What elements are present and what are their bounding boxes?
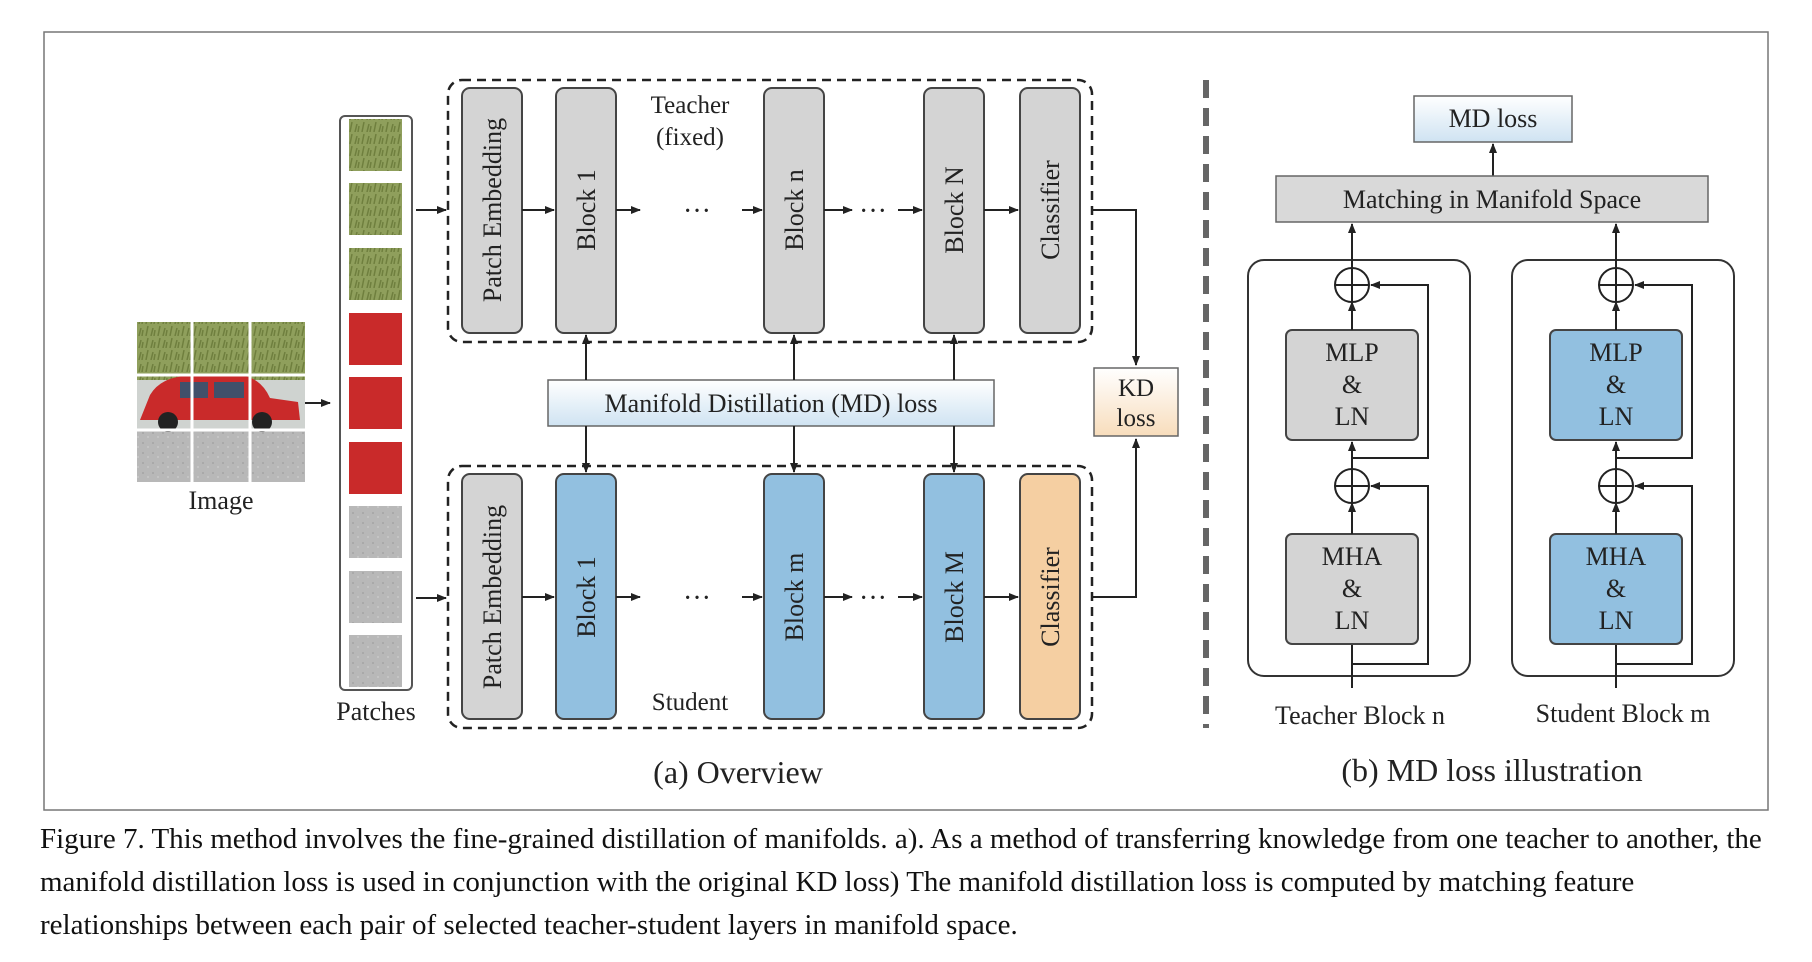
- matching-box: [1275, 175, 1709, 223]
- student-block-detail: [1511, 259, 1735, 677]
- teacher-mha-label: MHA: [1322, 542, 1383, 571]
- matching-label: Matching in Manifold Space: [1343, 185, 1641, 214]
- teacher-classifier: [1019, 87, 1081, 334]
- patches-strip: [339, 115, 413, 691]
- teacher-block-1-label: Block 1: [572, 169, 601, 251]
- md-loss-output-box: [1413, 95, 1573, 143]
- student-ellipsis-2: ···: [859, 583, 887, 614]
- student-classifier-label: Classifier: [1036, 547, 1065, 647]
- teacher-fixed-label: (fixed): [656, 124, 724, 151]
- teacher-mlp-ln-label: LN: [1335, 402, 1370, 431]
- teacher-block-N-label: Block N: [940, 166, 969, 254]
- teacher-ellipsis-1: ···: [683, 196, 711, 227]
- student-block-m-label: Block m: [780, 553, 809, 642]
- teacher-mlp-label: MLP: [1325, 338, 1378, 367]
- student-block-M-label: Block M: [940, 551, 969, 643]
- student-classifier: [1019, 473, 1081, 720]
- student-mlp-amp: &: [1606, 370, 1626, 399]
- teacher-patch-embedding-label: Patch Embedding: [478, 118, 507, 302]
- student-mlp-ln-label: LN: [1599, 402, 1634, 431]
- input-image: [137, 322, 305, 482]
- image-label: Image: [189, 486, 254, 515]
- teacher-mlp-amp: &: [1342, 370, 1362, 399]
- student-mha-label: MHA: [1586, 542, 1647, 571]
- figure-frame: [43, 31, 1769, 811]
- md-illustration-subcaption: (b) MD loss illustration: [1341, 752, 1642, 788]
- teacher-ellipsis-2: ···: [859, 196, 887, 227]
- md-loss-box-label: Manifold Distillation (MD) loss: [605, 389, 938, 418]
- student-ellipsis-1: ···: [683, 583, 711, 614]
- md-loss-output-label: MD loss: [1449, 104, 1538, 133]
- md-loss-box: [547, 379, 995, 427]
- student-label: Student: [652, 689, 728, 716]
- student-block-label: Student Block m: [1536, 699, 1711, 728]
- figure: Image Patches Teacher (fixed) Patch Embe…: [43, 31, 1769, 811]
- teacher-block-n-label: Block n: [780, 169, 809, 251]
- figure-caption: Figure 7. This method involves the fine-…: [40, 823, 1762, 941]
- teacher-block-label: Teacher Block n: [1275, 701, 1445, 730]
- student-mha-ln-label: LN: [1599, 606, 1634, 635]
- teacher-mha-amp: &: [1342, 574, 1362, 603]
- kd-loss-label-1: KD: [1118, 375, 1154, 402]
- teacher-classifier-label: Classifier: [1036, 160, 1065, 260]
- teacher-label: Teacher: [651, 92, 730, 119]
- patches-label: Patches: [336, 697, 415, 726]
- teacher-mha-ln-label: LN: [1335, 606, 1370, 635]
- student-mlp-label: MLP: [1589, 338, 1642, 367]
- teacher-block-detail: [1247, 259, 1471, 677]
- student-patch-embedding-label: Patch Embedding: [478, 505, 507, 689]
- kd-loss-box: [1093, 367, 1179, 437]
- student-block-1-label: Block 1: [572, 556, 601, 638]
- overview-subcaption: (a) Overview: [653, 754, 823, 790]
- kd-loss-label-2: loss: [1117, 405, 1156, 432]
- student-mha-amp: &: [1606, 574, 1626, 603]
